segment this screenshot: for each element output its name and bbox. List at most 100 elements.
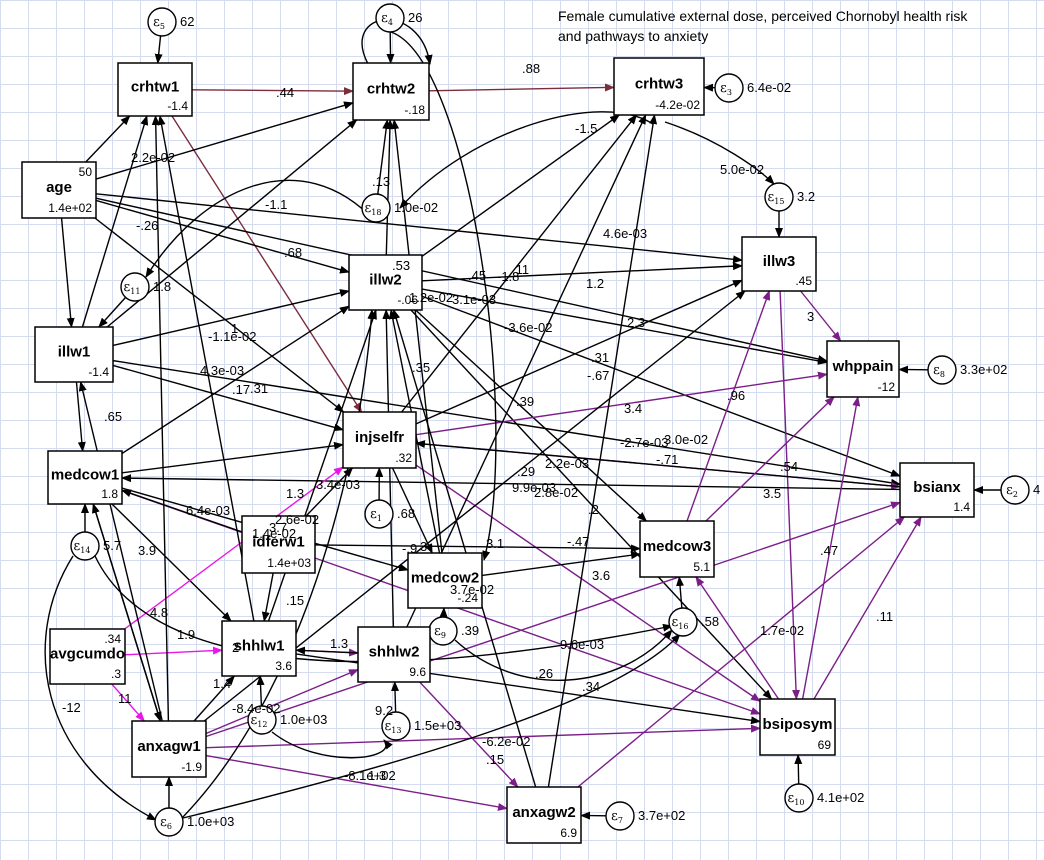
node-name-crhtw3: crhtw3 (635, 76, 683, 93)
coefficient-label: .96 (727, 388, 745, 403)
path-crhtw2-to-crhtw3 (428, 83, 615, 92)
node-box-medcow1 (47, 450, 123, 505)
node-intercept-medcow1: 1.8 (101, 487, 118, 501)
coefficient-label: 2 (232, 640, 239, 655)
coefficient-label: -12 (62, 700, 81, 715)
path-medcow1-to-illw2 (121, 305, 350, 455)
coefficient-label: -1.1 (265, 197, 287, 212)
coefficient-label: .88 (522, 61, 540, 76)
path-illw2-to-crhtw3 (421, 114, 621, 257)
node-name-shhlw1: shhlw1 (234, 638, 285, 655)
coefficient-label: 1.4 (213, 676, 231, 691)
node-box-bsianx (899, 462, 975, 518)
node-intercept-anxagw2: 6.9 (560, 826, 577, 840)
node-box-medcow3 (639, 520, 715, 578)
error-term-9: ε9 .39 (428, 607, 479, 646)
node-intercept-age: 1.4e+02 (48, 201, 92, 215)
coefficient-label: -2.7e-03 (620, 435, 668, 450)
covariance-e9-e16 (454, 629, 673, 681)
path-shhlw2-to-shhlw1 (295, 646, 359, 655)
coefficient-label: .15 (286, 593, 304, 608)
diagram-title-line-2: and pathways to anxiety (558, 28, 709, 44)
node-intercept-crhtw2: -.18 (404, 103, 425, 117)
coefficient-label: 4.6e-03 (603, 226, 647, 241)
coefficient-label: .45 (468, 268, 486, 283)
path-age-to-crhtw2 (95, 101, 354, 180)
path-idferw1-to-medcow1 (121, 489, 243, 533)
node-intercept-shhlw1: 3.6 (275, 659, 292, 673)
path-illw1-to-illw2 (112, 289, 350, 347)
node-mean-age: 50 (79, 165, 93, 179)
node-name-shhlw2: shhlw2 (369, 644, 420, 661)
error-circle-8 (927, 355, 957, 385)
node-whppain: whppain-12 (826, 340, 900, 398)
node-name-medcow2: medcow2 (411, 570, 479, 587)
node-name-medcow3: medcow3 (643, 538, 711, 555)
path-idferw1-to-medcow3 (314, 544, 641, 553)
error-variance-9: .39 (461, 623, 479, 638)
node-intercept-anxagw1: -1.9 (181, 760, 202, 774)
error-path-12 (256, 675, 265, 707)
coefficient-label: .54 (780, 459, 798, 474)
node-box-medcow2 (407, 552, 483, 609)
error-label-9: ε9 (434, 624, 446, 640)
coefficient-label: .31 (591, 350, 609, 365)
path-anxagw1-to-illw1 (78, 381, 163, 722)
path-illw2-to-illw3 (421, 262, 743, 282)
path-medcow1-to-injselfr (121, 441, 344, 474)
path-illw1-to-injselfr (112, 364, 344, 432)
coefficient-label: 4.3e-03 (200, 363, 244, 378)
coefficient-label: 9.9e-03 (512, 480, 556, 495)
path-anxagw1-to-shhlw1 (193, 675, 236, 722)
path-shhlw2-to-crhtw3 (406, 114, 647, 628)
coefficient-label: 6.4e-03 (186, 503, 230, 518)
error-variance-4: 26 (408, 10, 422, 25)
path-age-to-injselfr (94, 217, 345, 413)
node-box-crhtw3 (613, 57, 705, 116)
node-shhlw1: shhlw1 3.6 (221, 620, 297, 677)
path-illw3-to-bsiposym (779, 290, 801, 700)
path-avgcumdo-to-injselfr (124, 466, 344, 630)
path-avgcumdo-to-shhlw1 (124, 646, 223, 656)
coefficient-label: .68 (284, 245, 302, 260)
error-circle-13 (381, 711, 411, 741)
node-name-illw2: illw2 (369, 272, 402, 289)
path-shhlw1-to-crhtw1 (157, 115, 255, 622)
node-box-illw2 (348, 254, 423, 311)
coefficient-label: -.26 (136, 218, 158, 233)
node-intercept-bsianx: 1.4 (953, 500, 970, 514)
node-intercept-idferw1: 1.4e+03 (267, 556, 311, 570)
coefficient-label: 1.9 (177, 627, 195, 642)
error-path-18 (377, 119, 391, 195)
error-label-5: ε5 (153, 15, 165, 31)
node-intercept-avgcumdo: .3 (111, 667, 121, 681)
error-label-4: ε4 (381, 11, 393, 27)
error-variance-1: .68 (397, 506, 415, 521)
node-box-idferw1 (241, 515, 316, 574)
coefficient-label: 1.3 (286, 486, 304, 501)
coefficient-label: .11 (876, 609, 893, 624)
coefficient-label: 2.8e-02 (534, 485, 578, 500)
node-injselfr: injselfr.32 (342, 411, 417, 469)
coefficient-label: 3.5 (763, 486, 781, 501)
path-injselfr-to-bsiposym (415, 464, 761, 702)
path-medcow3-to-illw3 (686, 290, 771, 522)
path-anxagw2-to-bsianx (577, 516, 906, 788)
error-variance-3: 6.4e-02 (747, 80, 791, 95)
coefficient-label: 2.2e-02 (131, 150, 175, 165)
node-intercept-medcow3: 5.1 (693, 560, 710, 574)
node-name-crhtw1: crhtw1 (131, 79, 179, 96)
coefficient-label: 1.3 (368, 768, 386, 783)
error-label-3: ε3 (720, 81, 732, 97)
node-crhtw2: crhtw2-.18 (352, 62, 430, 121)
node-box-avgcumdo (49, 628, 126, 685)
error-variance-7: 3.7e+02 (638, 808, 685, 823)
error-label-8: ε8 (933, 363, 945, 379)
coefficient-label: -.9 (402, 541, 417, 556)
node-box-injselfr (342, 411, 417, 469)
